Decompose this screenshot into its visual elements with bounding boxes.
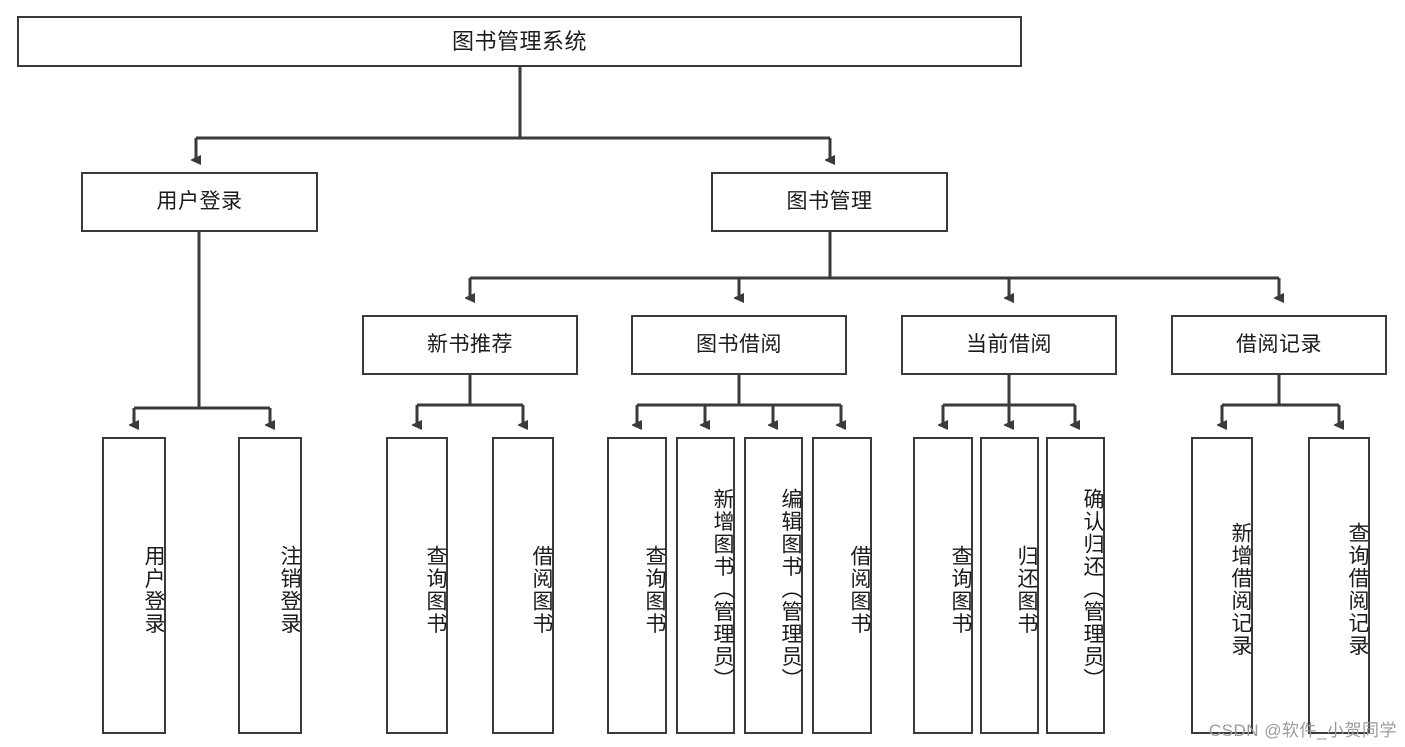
node-book-borrow[interactable]: 图书借阅 bbox=[631, 315, 847, 375]
leaf-label: 借阅图书 bbox=[530, 544, 553, 635]
leaf-label: 查询图书 bbox=[424, 544, 447, 635]
node-book-management[interactable]: 图书管理 bbox=[711, 172, 948, 232]
leaf-label: 借阅图书 bbox=[848, 544, 871, 635]
leaf-label: 确认归还（管理员） bbox=[1081, 488, 1104, 691]
leaf-user-login-logout[interactable]: 注销登录 bbox=[238, 437, 302, 734]
leaf-user-login-login[interactable]: 用户登录 bbox=[102, 437, 166, 734]
leaf-recommend-borrow-book[interactable]: 借阅图书 bbox=[492, 437, 554, 734]
leaf-borrow-borrow-book[interactable]: 借阅图书 bbox=[812, 437, 872, 734]
watermark-text: CSDN @软件_小贺同学 bbox=[1208, 721, 1397, 740]
leaf-current-return-book[interactable]: 归还图书 bbox=[980, 437, 1039, 734]
node-new-book-recommend[interactable]: 新书推荐 bbox=[362, 315, 578, 375]
node-current-borrow[interactable]: 当前借阅 bbox=[901, 315, 1117, 375]
leaf-borrow-edit-book-admin[interactable]: 编辑图书（管理员） bbox=[744, 437, 803, 734]
leaf-label: 新增借阅记录 bbox=[1229, 522, 1252, 657]
leaf-borrow-add-book-admin[interactable]: 新增图书（管理员） bbox=[676, 437, 735, 734]
leaf-current-query-book[interactable]: 查询图书 bbox=[913, 437, 973, 734]
node-user-login[interactable]: 用户登录 bbox=[81, 172, 318, 232]
leaf-recommend-query-book[interactable]: 查询图书 bbox=[386, 437, 448, 734]
leaf-label: 归还图书 bbox=[1015, 544, 1038, 635]
leaf-label: 查询图书 bbox=[949, 544, 972, 635]
leaf-borrow-query-book[interactable]: 查询图书 bbox=[607, 437, 667, 734]
node-borrow-record[interactable]: 借阅记录 bbox=[1171, 315, 1387, 375]
leaf-label: 查询借阅记录 bbox=[1346, 522, 1369, 657]
leaf-record-query-record[interactable]: 查询借阅记录 bbox=[1308, 437, 1370, 734]
leaf-label: 注销登录 bbox=[278, 544, 301, 635]
leaf-label: 用户登录 bbox=[142, 544, 165, 635]
leaf-label: 编辑图书（管理员） bbox=[779, 488, 802, 691]
leaf-current-confirm-return-admin[interactable]: 确认归还（管理员） bbox=[1046, 437, 1105, 734]
leaf-label: 查询图书 bbox=[643, 544, 666, 635]
leaf-label: 新增图书（管理员） bbox=[711, 488, 734, 691]
node-root-system[interactable]: 图书管理系统 bbox=[17, 16, 1022, 67]
leaf-record-add-record[interactable]: 新增借阅记录 bbox=[1191, 437, 1253, 734]
